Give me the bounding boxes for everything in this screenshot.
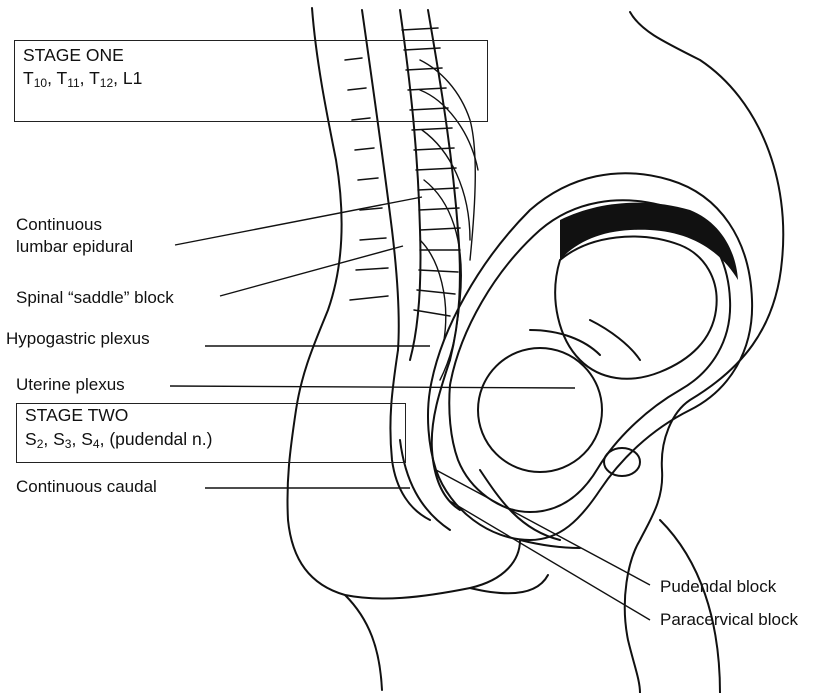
label-continuous-lumbar-epidural: Continuous lumbar epidural <box>16 214 133 258</box>
root: (pudendal n.) <box>109 429 212 449</box>
label-spinal-saddle-block: Spinal “saddle” block <box>16 287 174 309</box>
leader-paracervical-block <box>448 500 650 620</box>
leader-spinal-saddle-block <box>220 246 403 296</box>
fetus-head <box>478 348 602 472</box>
stage-two-title: STAGE TWO <box>25 405 128 426</box>
stage-two-box: STAGE TWO S2, S3, S4, (pudendal n.) <box>16 403 406 463</box>
root: S2, <box>25 429 53 449</box>
fetus-body <box>555 237 716 379</box>
stage-one-title: STAGE ONE <box>23 45 124 66</box>
fetus-limb <box>530 330 600 355</box>
label-line: lumbar epidural <box>16 236 133 258</box>
label-line: Continuous <box>16 214 133 236</box>
label-continuous-caudal: Continuous caudal <box>16 476 157 498</box>
root: S3, <box>53 429 81 449</box>
root: T11, <box>56 68 89 88</box>
label-uterine-plexus: Uterine plexus <box>16 374 125 396</box>
stage-two-roots: S2, S3, S4, (pudendal n.) <box>25 429 212 450</box>
stage-one-roots: T10, T11, T12, L1 <box>23 68 142 89</box>
label-pudendal-block: Pudendal block <box>660 576 776 598</box>
perineum <box>520 540 580 548</box>
root: T12, <box>89 68 123 88</box>
leader-uterine-plexus <box>170 386 575 388</box>
uterine-wall-shading <box>560 203 738 280</box>
root: L1 <box>123 68 142 88</box>
front-thigh-outline <box>660 520 720 693</box>
stage-one-box: STAGE ONE T10, T11, T12, L1 <box>14 40 488 122</box>
root: T10, <box>23 68 56 88</box>
fetus-limb <box>590 320 640 360</box>
label-hypogastric-plexus: Hypogastric plexus <box>6 328 150 350</box>
label-paracervical-block: Paracervical block <box>660 609 798 631</box>
buttock-outline <box>345 595 382 690</box>
root: S4, <box>81 429 109 449</box>
leader-pudendal-block <box>436 470 650 585</box>
sacrum-front <box>432 360 460 510</box>
